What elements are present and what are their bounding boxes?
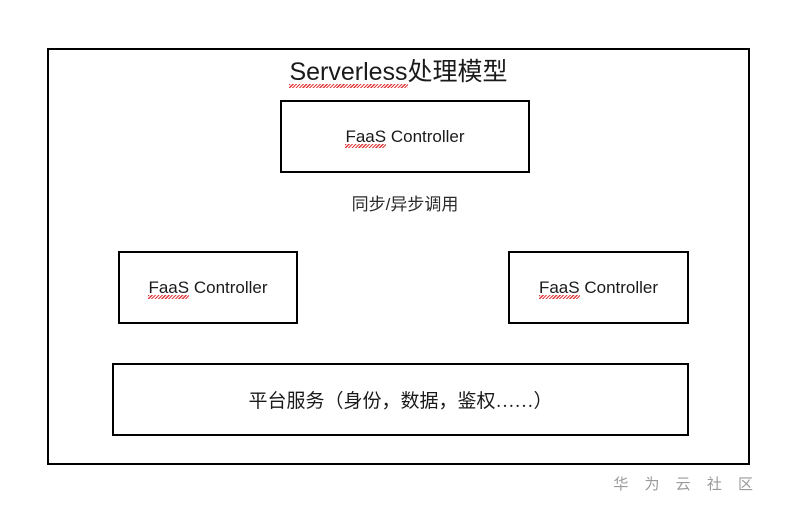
box-right-label-rest: Controller: [579, 277, 659, 297]
box-right-label: FaaS Controller: [538, 277, 659, 299]
diagram-title: Serverless处理模型: [47, 52, 750, 88]
box-faas-controller-left[interactable]: FaaS Controller: [118, 251, 298, 324]
box-left-label-rest: Controller: [189, 277, 268, 297]
box-left-label-flagged-word: FaaS: [148, 277, 190, 299]
watermark-text: 华 为 云 社 区: [613, 476, 759, 493]
box-right-label-flagged-word: FaaS: [538, 277, 580, 299]
title-cjk-text: 处理模型: [407, 58, 508, 86]
box-top-label-rest: Controller: [386, 126, 465, 146]
invocation-caption: 同步/异步调用: [351, 195, 459, 214]
box-top-label: FaaS Controller: [345, 126, 465, 148]
platform-services-label: 平台服务（身份，数据，鉴权……）: [248, 391, 553, 412]
box-faas-controller-top[interactable]: FaaS Controller: [280, 100, 530, 173]
box-faas-controller-right[interactable]: FaaS Controller: [508, 251, 689, 324]
title-latin-text: Serverless: [289, 58, 408, 88]
box-top-label-flagged-word: FaaS: [345, 126, 387, 148]
platform-services-bar[interactable]: 平台服务（身份，数据，鉴权……）: [112, 363, 689, 436]
box-left-label: FaaS Controller: [148, 277, 268, 299]
